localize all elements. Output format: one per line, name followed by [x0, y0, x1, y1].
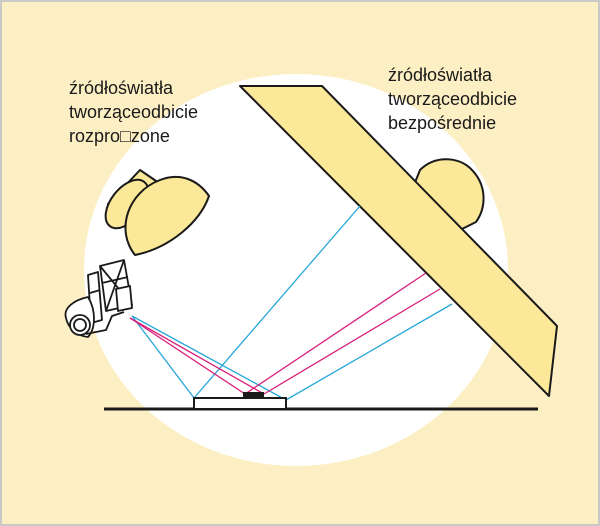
- photographed-object: [193, 397, 287, 410]
- ray-cyan-base-to-panel-2: [285, 303, 453, 401]
- ray-cyan-panel-to-base: [193, 205, 361, 399]
- label-diffuse-light-source: źródłoświatła tworząceodbicie rozpro□zon…: [69, 76, 198, 148]
- camera-icon: [64, 259, 133, 338]
- label-diffuse-line-1: źródłoświatła: [69, 78, 174, 98]
- label-diffuse-line-2: tworząceodbicie: [69, 102, 199, 122]
- ray-magenta-3: [129, 317, 265, 395]
- ray-magenta-1: [129, 317, 246, 395]
- ray-cyan-camera-to-base-2: [131, 315, 287, 401]
- panel-light-icon: [239, 85, 558, 397]
- label-diffuse-line-3: rozpro□zone: [69, 126, 170, 146]
- label-direct-light-source: źródłoświatła tworząceodbicie bezpośredn…: [388, 63, 517, 135]
- ray-magenta-4: [263, 288, 441, 395]
- ray-cyan-base-to-camera-1: [131, 315, 195, 399]
- softbox-light-icon: [104, 169, 210, 256]
- label-direct-line-3: bezpośrednie: [388, 113, 497, 133]
- ray-magenta-2: [244, 272, 427, 395]
- light-rays: [129, 205, 453, 401]
- label-direct-line-1: źródłoświatła: [388, 65, 493, 85]
- object-top-detail: [243, 392, 264, 397]
- label-direct-line-2: tworząceodbicie: [388, 89, 518, 109]
